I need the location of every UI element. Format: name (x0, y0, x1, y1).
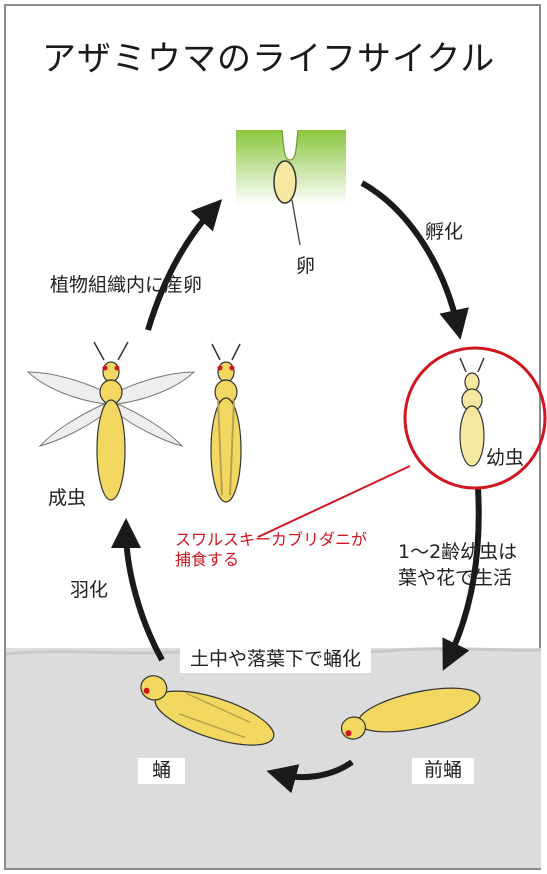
pupa-icon (140, 675, 275, 746)
adult-thrips-folded-icon (210, 343, 242, 503)
larva-label: 幼虫 (486, 447, 525, 469)
oviposition-label: 植物組織内に産卵 (50, 274, 203, 296)
prepupa-label: 前蛹 (412, 758, 475, 784)
pupa-label: 蛹 (138, 758, 186, 784)
egg-icon (273, 160, 297, 204)
arrow-larva-to-prepupa (442, 487, 482, 671)
larva-stage-note-line-2: 葉や花で生活 (398, 566, 513, 589)
predator-pointer-line (257, 465, 411, 538)
emergence-label: 羽化 (70, 579, 109, 601)
larva-icon (459, 357, 485, 467)
arrow-emergence (111, 518, 165, 662)
adult-thrips-winged-icon (26, 341, 196, 501)
arrow-oviposition (145, 199, 223, 331)
prepupa-icon (340, 687, 481, 740)
soil-pupation-label: 土中や落葉下で蛹化 (180, 647, 372, 673)
larva-stage-note: 1〜2齢幼虫は 葉や花で生活 (398, 540, 517, 591)
hatching-label: 孵化 (425, 221, 464, 243)
predator-note: スワルスキーカブリダニが 捕食する (175, 530, 367, 570)
diagram-title: アザミウマのライフサイクル (42, 39, 496, 79)
predator-note-line-1: スワルスキーカブリダニが (175, 530, 368, 549)
egg-label: 卵 (296, 255, 316, 277)
larva-stage-note-line-1: 1〜2齢幼虫は (398, 541, 518, 563)
plant-tissue-egg-icon (236, 129, 346, 246)
larva-highlight-circle (403, 346, 547, 490)
predator-note-line-2: 捕食する (175, 550, 240, 569)
arrow-hatching (360, 180, 469, 340)
adult-label: 成虫 (48, 487, 87, 509)
diagram-border (4, 4, 541, 870)
arrow-prepupa-to-pupa (266, 759, 354, 794)
